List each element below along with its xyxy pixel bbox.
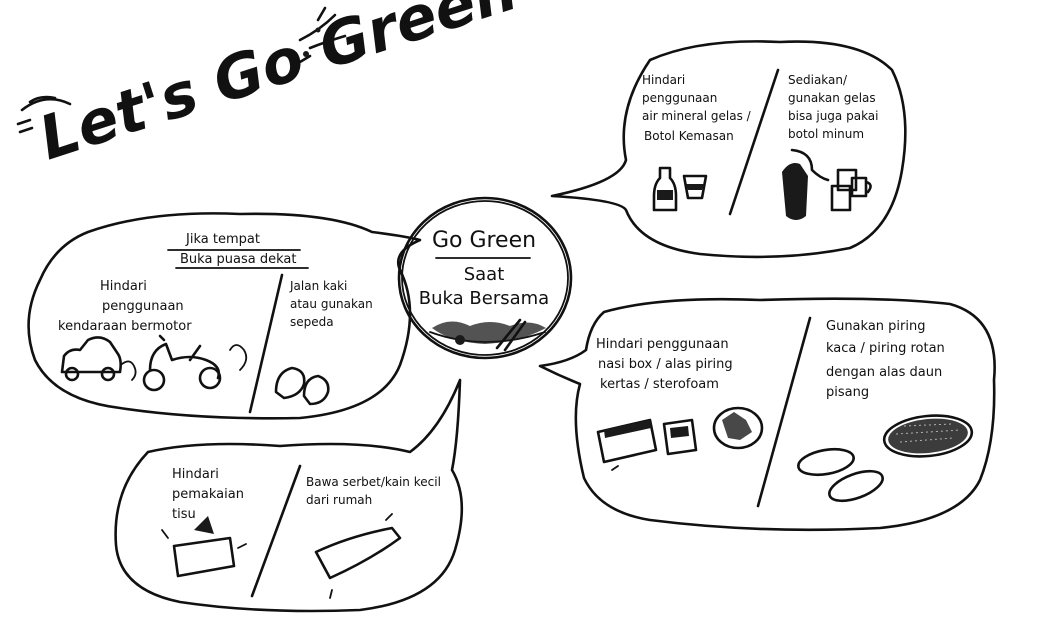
glasses-icon (830, 168, 872, 212)
glass-plate-icon (797, 447, 884, 503)
bubble-tissue: Hindari pemakaian tisu Bawa serbet/kain … (114, 378, 464, 613)
plates-left-text: Hindari penggunaan nasi box / alas pirin… (596, 337, 737, 392)
rattan-plate-icon (882, 414, 974, 458)
center-node: Go Green Saat Buka Bersama (397, 196, 573, 360)
water-bottle-icon (652, 166, 678, 212)
bubble-bottle: Hindari penggunaan air mineral gelas / B… (550, 40, 907, 259)
center-line-3: Buka Bersama (419, 288, 549, 309)
transport-right-text: Jalan kaki atau gunakan sepeda (289, 279, 377, 329)
transport-left-text: Hindari penggunaan kendaraan bermotor (58, 279, 192, 334)
bottle-right-text: Sediakan/ gunakan gelas bisa juga pakai … (788, 73, 882, 141)
title-text: Let's Go Green (31, 0, 525, 174)
styrofoam-icon (662, 418, 698, 456)
tissue-left-text: Hindari pemakaian tisu (172, 467, 248, 522)
tumbler-icon (782, 148, 830, 220)
car-icon (60, 336, 137, 382)
rice-box-icon (596, 418, 658, 471)
paper-plate-icon (712, 406, 764, 450)
cloth-icon (314, 513, 402, 599)
bubble-plates: Hindari penggunaan nasi box / alas pirin… (538, 297, 996, 532)
tissue-right-text: Bawa serbet/kain kecil dari rumah (306, 475, 445, 507)
title-group: Let's Go Green (16, 0, 525, 174)
tissue-box-icon (161, 516, 247, 578)
leaf-icon (16, 6, 347, 134)
transport-heading: Jika tempat Buka puasa dekat (180, 232, 297, 267)
plates-right-text: Gunakan piring kaca / piring rotan denga… (826, 319, 949, 400)
food-icon (429, 318, 546, 352)
bubble-transport: Jika tempat Buka puasa dekat Hindari pen… (27, 212, 422, 420)
center-title: Go Green (432, 228, 536, 253)
shoes-icon (274, 366, 330, 406)
scooter-icon (142, 334, 248, 392)
plastic-cup-icon (682, 174, 708, 200)
bottle-left-text: Hindari penggunaan air mineral gelas / B… (642, 73, 755, 143)
center-line-2: Saat (464, 264, 505, 285)
